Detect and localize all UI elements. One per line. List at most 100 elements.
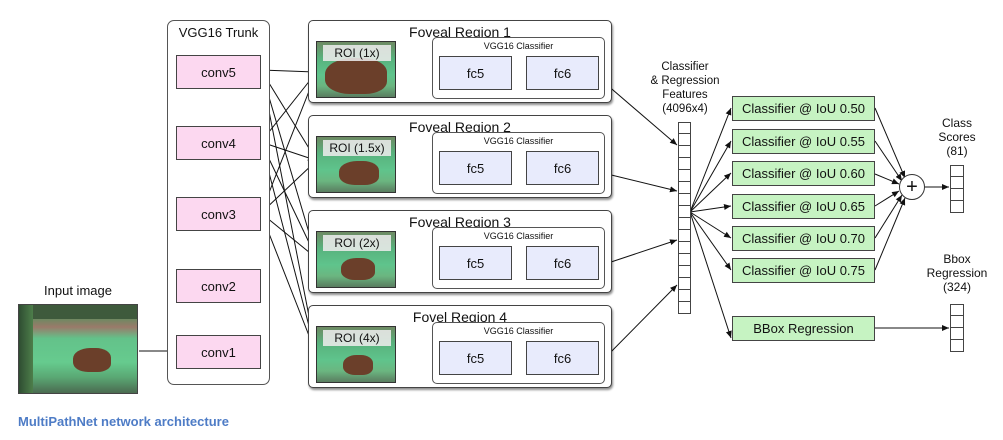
bbox-output-label: Bbox Regression (324) xyxy=(918,252,996,294)
foveal-region-1: Foveal Region 1 ROI (1x) VGG16 Classifie… xyxy=(308,20,612,103)
fc6-to-features-arrows xyxy=(598,77,678,365)
classifier-iou-065: Classifier @ IoU 0.65 xyxy=(732,194,875,219)
classifiers-to-sum-arrows xyxy=(874,107,906,271)
classifier-title: VGG16 Classifier xyxy=(483,41,554,51)
class-scores-line: Scores xyxy=(938,130,976,144)
roi-cow xyxy=(343,355,373,375)
fc5-layer: fc5 xyxy=(439,341,512,375)
vector-cell xyxy=(678,122,691,134)
roi-label: ROI (1x) xyxy=(323,45,391,61)
conv5-layer: conv5 xyxy=(176,55,261,89)
vector-cell xyxy=(950,316,964,328)
sum-node-icon: + xyxy=(899,174,925,200)
roi-cow xyxy=(325,58,387,94)
figure-caption: MultiPathNet network architecture xyxy=(18,414,229,429)
roi-label: ROI (4x) xyxy=(323,330,391,346)
foveal-region-3: Foveal Region 3 ROI (2x) VGG16 Classifie… xyxy=(308,210,612,293)
vector-cell xyxy=(678,170,691,182)
classifier-iou-075: Classifier @ IoU 0.75 xyxy=(732,258,875,283)
region-title: Foveal Region 3 xyxy=(409,214,511,230)
roi-image: ROI (1.5x) xyxy=(316,136,396,193)
region-title: Foveal Region 2 xyxy=(409,119,511,135)
vgg16-classifier: VGG16 Classifier fc5 fc6 xyxy=(432,322,605,384)
input-image xyxy=(18,304,138,394)
classifier-iou-070: Classifier @ IoU 0.70 xyxy=(732,226,875,251)
vector-cell xyxy=(678,218,691,230)
vector-cell xyxy=(678,182,691,194)
region-title: Foveal Region 1 xyxy=(409,24,511,40)
classifier-title: VGG16 Classifier xyxy=(483,136,554,146)
features-to-classifier-arrows xyxy=(689,107,732,339)
vector-cell xyxy=(950,304,964,316)
vgg16-classifier: VGG16 Classifier fc5 fc6 xyxy=(432,37,605,99)
vgg16-classifier: VGG16 Classifier fc5 fc6 xyxy=(432,132,605,194)
features-label-line: & Regression xyxy=(650,75,720,87)
vector-cell xyxy=(678,230,691,242)
vector-cell xyxy=(678,290,691,302)
roi-cow xyxy=(341,258,375,280)
features-label: Classifier & Regression Features (4096x4… xyxy=(640,60,730,116)
vector-cell xyxy=(678,134,691,146)
bbox-regression-box: BBox Regression xyxy=(732,316,875,341)
trunk-title: VGG16 Trunk xyxy=(178,25,259,40)
roi-cow xyxy=(339,161,379,185)
vector-cell xyxy=(678,194,691,206)
vector-cell xyxy=(678,302,691,314)
conv3-layer: conv3 xyxy=(176,197,261,231)
vector-cell xyxy=(950,340,964,352)
vector-cell xyxy=(950,328,964,340)
region-title: Fovel Region 4 xyxy=(412,309,508,325)
foveal-region-2: Foveal Region 2 ROI (1.5x) VGG16 Classif… xyxy=(308,115,612,198)
fc5-layer: fc5 xyxy=(439,56,512,90)
class-scores-line: (81) xyxy=(946,144,968,158)
conv1-layer: conv1 xyxy=(176,335,261,369)
input-image-tree xyxy=(19,305,33,393)
vector-cell xyxy=(678,158,691,170)
bbox-output-vector xyxy=(950,304,964,352)
class-scores-vector xyxy=(950,165,964,213)
bbox-output-line: Regression xyxy=(926,266,988,280)
vector-cell xyxy=(950,189,964,201)
bbox-output-line: Bbox xyxy=(943,252,971,266)
fc5-layer: fc5 xyxy=(439,151,512,185)
vector-cell xyxy=(678,242,691,254)
input-image-label: Input image xyxy=(44,283,112,298)
trunk-to-roi-arrows xyxy=(260,68,317,352)
conv2-layer: conv2 xyxy=(176,269,261,303)
input-image-canopy xyxy=(19,305,137,319)
foveal-region-4: Fovel Region 4 ROI (4x) VGG16 Classifier… xyxy=(308,305,612,388)
vector-cell xyxy=(950,201,964,213)
input-image-cow xyxy=(73,348,111,372)
class-scores-label: Class Scores (81) xyxy=(925,116,989,158)
features-label-line: (4096x4) xyxy=(662,103,708,115)
conv4-layer: conv4 xyxy=(176,126,261,160)
vgg16-classifier: VGG16 Classifier fc5 fc6 xyxy=(432,227,605,289)
fc6-layer: fc6 xyxy=(526,341,599,375)
feature-vector xyxy=(678,122,691,314)
classifier-iou-060: Classifier @ IoU 0.60 xyxy=(732,161,875,186)
vector-cell xyxy=(678,278,691,290)
vector-cell xyxy=(678,266,691,278)
vector-cell xyxy=(678,206,691,218)
roi-label: ROI (2x) xyxy=(323,235,391,251)
fc6-layer: fc6 xyxy=(526,151,599,185)
roi-image: ROI (2x) xyxy=(316,231,396,288)
fc5-layer: fc5 xyxy=(439,246,512,280)
roi-image: ROI (4x) xyxy=(316,326,396,383)
fc6-layer: fc6 xyxy=(526,56,599,90)
vector-cell xyxy=(950,165,964,177)
vector-cell xyxy=(678,146,691,158)
fc6-layer: fc6 xyxy=(526,246,599,280)
vector-cell xyxy=(950,177,964,189)
bbox-output-line: (324) xyxy=(942,280,971,294)
roi-image: ROI (1x) xyxy=(316,41,396,98)
classifier-title: VGG16 Classifier xyxy=(483,326,554,336)
features-label-line: Features xyxy=(662,89,708,101)
classifier-iou-050: Classifier @ IoU 0.50 xyxy=(732,96,875,121)
features-label-line: Classifier xyxy=(661,61,709,73)
classifier-iou-055: Classifier @ IoU 0.55 xyxy=(732,129,875,154)
class-scores-line: Class xyxy=(941,116,972,130)
classifier-title: VGG16 Classifier xyxy=(483,231,554,241)
roi-label: ROI (1.5x) xyxy=(323,140,391,156)
vector-cell xyxy=(678,254,691,266)
